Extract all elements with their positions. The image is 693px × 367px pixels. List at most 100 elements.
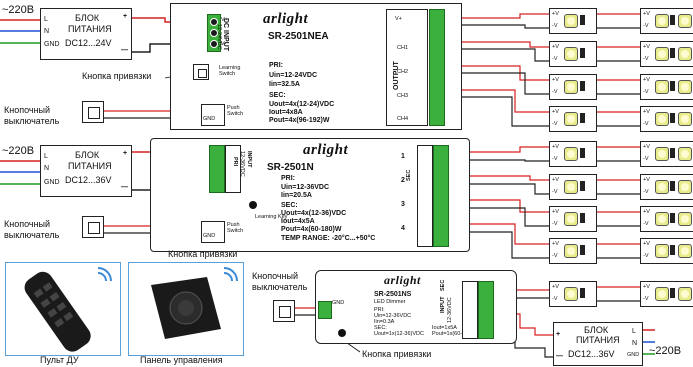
sec-tag-c: SEC: [440, 279, 446, 291]
learning-key-button-b[interactable]: [249, 201, 257, 209]
strip-plus-label: +V: [552, 109, 559, 115]
psu-c-voltage: DC12...36V: [568, 349, 615, 359]
pri-i-a: Iin=32.5A: [269, 81, 300, 88]
psu-a-pin-gnd: GND: [44, 41, 60, 48]
model-label-b: SR-2501N: [267, 162, 314, 173]
pri-u-a: Uin=12-24VDC: [269, 72, 318, 79]
input-terminal-b: [209, 145, 225, 193]
ch4-label: CH4: [397, 116, 409, 122]
controller-sr-2501n: INPUT 12-36VDC PRI arlight SR-2501N PRI:…: [150, 138, 470, 252]
gnd-label-c: GND: [332, 300, 345, 306]
strip-plus-label: +V: [552, 209, 559, 215]
led-chip: [564, 112, 578, 126]
push-button-c-label1: Кнопочный: [252, 271, 299, 281]
learning-switch-button-a[interactable]: [193, 64, 209, 80]
led-chip: [655, 287, 669, 301]
led-chip: [564, 147, 578, 161]
power-supply-b: L N GND + — БЛОК ПИТАНИЯ DC12...36V: [40, 145, 132, 197]
push-button-c[interactable]: [273, 300, 295, 322]
psu-b-pin-gnd: GND: [44, 179, 60, 186]
resistor: [670, 113, 675, 123]
strip-minus-label: -V: [643, 253, 649, 259]
mains-label-c: ~220B: [649, 345, 682, 357]
strip-minus-label: -V: [552, 221, 558, 227]
led-strip-segment: +V -V: [549, 206, 597, 232]
model-label-c: SR-2501NS: [374, 291, 412, 298]
input-label-b: INPUT: [246, 151, 252, 168]
psu-a-plus: +: [123, 13, 128, 20]
strip-minus-label: -V: [643, 23, 649, 29]
strip-minus-label: -V: [643, 121, 649, 127]
led-chip: [655, 47, 669, 61]
resistor: [580, 48, 585, 58]
brand-logo-c: arlight: [384, 273, 421, 287]
strip-wires-b: [467, 146, 549, 259]
led-chip: [564, 80, 578, 94]
strip-plus-label: +V: [643, 44, 650, 50]
push-switch-terminal-a: GND: [201, 104, 225, 126]
led-strip-segment: +V-V: [640, 41, 693, 67]
resistor: [670, 81, 675, 91]
psu-b-voltage: DC12...36V: [65, 175, 112, 185]
remote-control-icon: [24, 267, 112, 352]
push-button-a-label1: Кнопочный: [4, 105, 51, 115]
strip-plus-label: +V: [552, 44, 559, 50]
push-switch-label-b: Push Switch: [227, 222, 244, 234]
psu-a-pin-l: L: [44, 16, 48, 23]
terminal-block-c: [478, 281, 494, 339]
strip-plus-label: +V: [643, 284, 650, 290]
led-chip: [655, 147, 669, 161]
dc-input-sub: 12-24VDC: [216, 24, 222, 50]
led-chip: [564, 287, 578, 301]
led-chip: [655, 212, 669, 226]
output-terminal-a: [429, 9, 445, 126]
psu-c-title1: БЛОК: [584, 325, 609, 335]
resistor: [670, 48, 675, 58]
strip-plus-label: +V: [643, 144, 650, 150]
brand-logo-b: arlight: [303, 142, 349, 158]
sec-i-a: Iout=4x8A: [269, 109, 303, 116]
resistor: [670, 148, 675, 158]
mains-wires-c: [641, 329, 655, 355]
psu-c-plus: +: [556, 331, 561, 338]
mains-label-a: ~220B: [2, 4, 35, 16]
psu-a-minus: —: [121, 47, 128, 54]
strip-minus-label: -V: [643, 296, 649, 302]
gnd-label-a: GND: [203, 116, 216, 122]
psu-b-title1: БЛОК: [75, 150, 100, 160]
ch1-label: CH1: [397, 45, 409, 51]
power-supply-c: L N GND + — БЛОК ПИТАНИЯ DC12...36V: [553, 322, 643, 366]
learning-key-button-c[interactable]: [338, 329, 346, 337]
psu-c-title2: ПИТАНИЯ: [576, 335, 620, 345]
psu-c-pin-l: L: [632, 328, 636, 335]
push-switch-terminal-b: GND: [201, 221, 225, 243]
psu-a-voltage: DC12...24V: [65, 38, 112, 48]
mains-wires-b: [0, 160, 40, 185]
led-strip-segment: +V-V: [549, 281, 597, 307]
led-chip: [564, 14, 578, 28]
push-button-b-label2: выключатель: [4, 230, 60, 240]
push-button-a[interactable]: [82, 101, 104, 123]
output-block-a: OUTPUT V+ CH1 CH2 CH3 CH4: [386, 9, 428, 126]
sec-u-c: Uout=1x(12-36)VDC: [374, 331, 424, 337]
resistor: [580, 288, 585, 298]
strip-minus-label: -V: [552, 121, 558, 127]
led-chip: [564, 180, 578, 194]
push-button-b[interactable]: [82, 216, 104, 238]
led-chip: [678, 147, 692, 161]
led-chip: [678, 180, 692, 194]
push-button-c-label2: выключатель: [252, 282, 308, 292]
input-sub-b: 12-36VDC: [239, 151, 245, 177]
psu-b-pin-n: N: [44, 165, 50, 172]
led-strip-segment: +V-V: [549, 41, 597, 67]
ch3-label: CH3: [397, 93, 409, 99]
led-strip-segment: +V-V: [549, 141, 597, 167]
led-chip: [678, 47, 692, 61]
resistor: [670, 245, 675, 255]
led-chip: [564, 47, 578, 61]
polarity-block-c: [462, 281, 478, 339]
mains-label-b: ~220B: [2, 145, 35, 157]
psu-b-pin-l: L: [44, 153, 48, 160]
resistor: [580, 15, 585, 25]
brand-logo-a: arlight: [263, 11, 309, 27]
